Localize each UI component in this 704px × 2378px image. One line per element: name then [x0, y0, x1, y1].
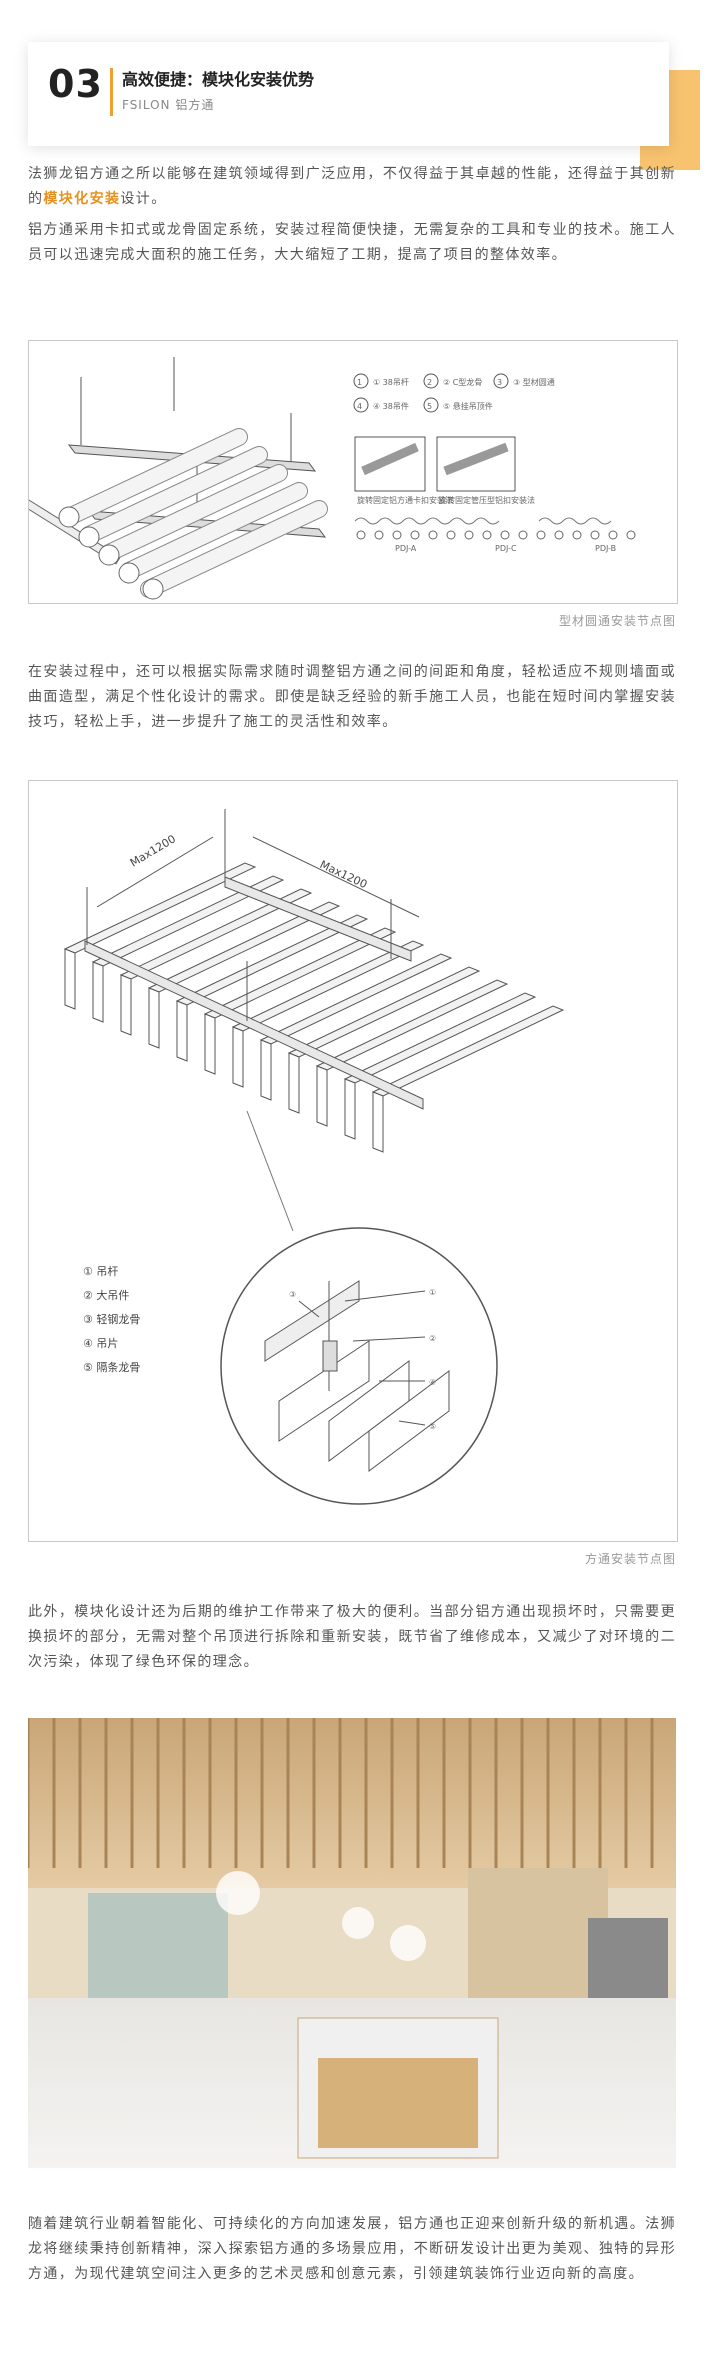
svg-text:3: 3 [497, 378, 502, 387]
legend2-5: ⑤ 隔条龙骨 [83, 1360, 140, 1374]
paragraph-flexibility: 在安装过程中，还可以根据实际需求随时调整铝方通之间的间距和角度，轻松适应不规则墙… [28, 664, 676, 730]
svg-text:5: 5 [427, 402, 432, 411]
svg-text:4: 4 [357, 402, 362, 411]
svg-text:PDJ-A: PDJ-A [395, 544, 417, 553]
svg-text:④ 38吊件: ④ 38吊件 [373, 401, 409, 411]
intro-text: 法狮龙铝方通之所以能够在建筑领域得到广泛应用，不仅得益于其卓越的性能，还得益于其… [28, 166, 676, 207]
legend2-1: ① 吊杆 [83, 1264, 118, 1278]
figure2-caption: 方通安装节点图 [584, 1552, 676, 1566]
svg-text:旋转固定铝方通卡扣安装法: 旋转固定铝方通卡扣安装法 [357, 495, 453, 505]
section-number: 03 [48, 62, 103, 106]
legend-1-text: ① 38吊杆 [373, 377, 409, 387]
svg-text:⑤ 悬挂吊顶件: ⑤ 悬挂吊顶件 [443, 401, 493, 411]
legend2-2: ② 大吊件 [83, 1288, 129, 1302]
tube-diagram-svg: 1 ① 38吊杆 2 ② C型龙骨 3 ③ 型材圆通 4 ④ 38吊件 5 ⑤ … [29, 357, 636, 600]
paragraph-future: 随着建筑行业朝着智能化、可持续化的方向加速发展，铝方通也正迎来创新升级的新机遇。… [28, 2216, 676, 2282]
svg-text:1: 1 [357, 378, 362, 387]
section-subtitle: FSILON 铝方通 [122, 98, 215, 112]
paragraph-maintenance: 此外，模块化设计还为后期的维护工作带来了极大的便利。当部分铝方通出现损坏时，只需… [28, 1604, 676, 1670]
dim-label-1: Max1200 [128, 832, 178, 869]
figure-tube-install-diagram: 1 ① 38吊杆 2 ② C型龙骨 3 ③ 型材圆通 4 ④ 38吊件 5 ⑤ … [28, 340, 678, 604]
svg-text:旋转固定管压型铝扣安装法: 旋转固定管压型铝扣安装法 [439, 495, 535, 505]
header-divider [110, 68, 113, 116]
paragraph-intro: 法狮龙铝方通之所以能够在建筑领域得到广泛应用，不仅得益于其卓越的性能，还得益于其… [28, 162, 676, 212]
intro-text-end: 设计。 [120, 191, 167, 207]
section-header: 03 高效便捷：模块化安装优势 FSILON 铝方通 [28, 42, 669, 146]
restaurant-interior-photo [28, 1718, 676, 2168]
svg-text:⑤: ⑤ [429, 1422, 436, 1431]
svg-text:② C型龙骨: ② C型龙骨 [443, 377, 482, 387]
svg-text:③ 型材圆通: ③ 型材圆通 [513, 377, 555, 387]
square-tube-diagram-svg: Max1200 Max1200 ① 吊杆 ② 大吊件 ③ 轻钢龙骨 ④ 吊片 ⑤… [63, 809, 565, 1505]
figure1-caption: 型材圆通安装节点图 [558, 614, 676, 628]
paragraph-installation: 铝方通采用卡扣式或龙骨固定系统，安装过程简便快捷，无需复杂的工具和专业的技术。施… [28, 222, 676, 263]
svg-text:PDJ-B: PDJ-B [595, 544, 616, 553]
highlight-modular: 模块化安装 [43, 191, 121, 207]
legend2-3: ③ 轻钢龙骨 [83, 1312, 140, 1326]
figure-square-tube-diagram: Max1200 Max1200 ① 吊杆 ② 大吊件 ③ 轻钢龙骨 ④ 吊片 ⑤… [28, 780, 678, 1542]
svg-text:③: ③ [289, 1290, 296, 1299]
svg-text:2: 2 [427, 378, 432, 387]
svg-text:④: ④ [429, 1378, 436, 1387]
svg-text:②: ② [429, 1334, 436, 1343]
svg-text:PDJ-C: PDJ-C [495, 544, 517, 553]
section-title: 高效便捷：模块化安装优势 [122, 70, 315, 89]
svg-text:①: ① [429, 1288, 436, 1297]
dim-label-2: Max1200 [318, 858, 369, 891]
legend2-4: ④ 吊片 [83, 1337, 118, 1350]
